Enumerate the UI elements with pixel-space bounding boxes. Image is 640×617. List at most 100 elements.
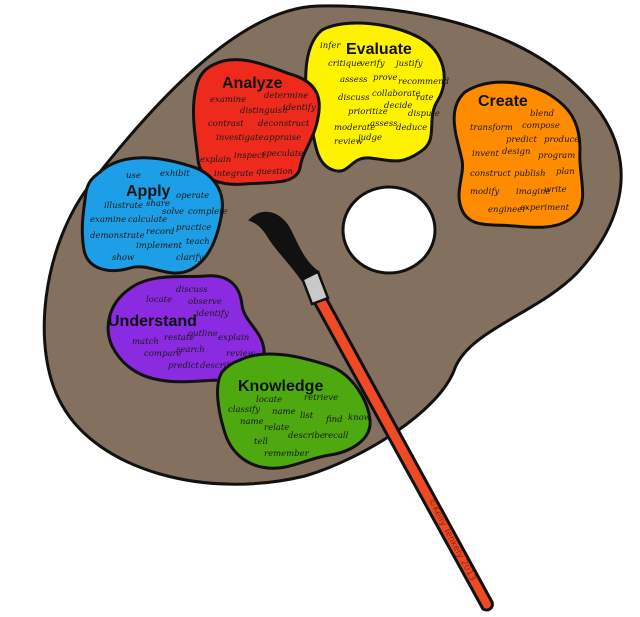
- understand-word: outline: [188, 329, 218, 339]
- create-word: plan: [556, 167, 575, 177]
- analyze-word: distinguish: [240, 106, 288, 116]
- understand-word: match: [132, 337, 159, 347]
- knowledge-word: remember: [264, 449, 310, 459]
- create-word: imagine: [516, 187, 551, 197]
- apply-word: calculate: [128, 215, 167, 225]
- knowledge-word: name: [272, 407, 296, 417]
- understand-word: compare: [144, 349, 182, 359]
- analyze-word: determine: [264, 91, 308, 101]
- understand-word: predict: [168, 361, 199, 371]
- thumb-hole: [341, 185, 437, 275]
- evaluate-word: assess: [340, 75, 368, 85]
- evaluate-word: prioritize: [348, 107, 388, 117]
- evaluate-word: recommend: [398, 77, 450, 87]
- analyze-word: identify: [283, 103, 316, 113]
- understand-word: locate: [146, 295, 172, 305]
- evaluate-word: review: [334, 137, 364, 147]
- apply-word: show: [112, 253, 135, 263]
- evaluate-word: infer: [320, 41, 341, 51]
- create-word: experiment: [520, 203, 570, 213]
- analyze-words: examine determine distinguish identify c…: [200, 91, 318, 179]
- analyze-word: speculate: [262, 149, 303, 159]
- create-word: program: [538, 151, 575, 161]
- apply-words: use exhibit illustrate share operate exa…: [90, 169, 230, 263]
- evaluate-word: assess: [370, 119, 398, 129]
- analyze-word: integrate: [214, 169, 254, 179]
- understand-word: review: [226, 349, 256, 359]
- understand-blob: Understand discuss locate observe identi…: [106, 274, 266, 384]
- evaluate-word: critique: [328, 59, 362, 69]
- analyze-word: contrast: [208, 119, 244, 129]
- analyze-word: inspect: [234, 151, 266, 161]
- understand-word: identify: [196, 309, 229, 319]
- analyze-word: explain: [200, 155, 231, 165]
- apply-word: complete: [188, 207, 228, 217]
- understand-word: describe: [200, 361, 237, 371]
- brush-bristles: [248, 211, 320, 282]
- knowledge-word: retrieve: [304, 393, 338, 403]
- apply-word: examine: [90, 215, 126, 225]
- create-word: publish: [514, 169, 546, 179]
- knowledge-word: find: [325, 415, 343, 425]
- analyze-word: deconstruct: [258, 119, 310, 129]
- brush-handle: [310, 294, 494, 612]
- create-word: engineer: [488, 205, 527, 215]
- apply-word: teach: [186, 237, 210, 247]
- apply-word: exhibit: [160, 169, 190, 179]
- evaluate-word: rate: [416, 93, 434, 103]
- apply-blob: Apply use exhibit illustrate share opera…: [80, 156, 230, 275]
- apply-word: operate: [176, 191, 209, 201]
- apply-word: clarify: [176, 253, 203, 263]
- evaluate-word: deduce: [396, 123, 427, 133]
- create-word: compose: [522, 121, 560, 131]
- create-word: blend: [530, 109, 555, 119]
- knowledge-word: classify: [228, 405, 260, 415]
- create-word: write: [544, 185, 567, 195]
- create-word: predict: [506, 135, 537, 145]
- apply-word: record: [146, 227, 175, 237]
- analyze-word: examine: [210, 95, 246, 105]
- knowledge-word: describe: [288, 431, 325, 441]
- apply-word: practice: [176, 223, 211, 233]
- understand-word: discuss: [176, 285, 208, 295]
- evaluate-title: Evaluate: [346, 41, 412, 58]
- evaluate-word: verify: [360, 59, 385, 69]
- evaluate-word: prove: [373, 73, 397, 83]
- create-word: design: [502, 147, 530, 157]
- evaluate-word: decide: [384, 101, 412, 111]
- knowledge-word: recall: [324, 431, 349, 441]
- knowledge-word: relate: [264, 423, 289, 433]
- analyze-word: appraise: [264, 133, 301, 143]
- apply-word: solve: [162, 207, 184, 217]
- knowledge-words: locate retrieve classify name list find …: [228, 393, 374, 459]
- analyze-blob: Analyze examine determine distinguish id…: [192, 58, 321, 186]
- credit-text: ©Kelly Tenkely 2013: [425, 497, 477, 583]
- create-word: produce: [544, 135, 579, 145]
- knowledge-word: locate: [256, 395, 282, 405]
- apply-title: Apply: [126, 183, 171, 200]
- apply-word: share: [146, 199, 170, 209]
- evaluate-word: moderate: [334, 123, 375, 133]
- evaluate-word: discuss: [338, 93, 370, 103]
- knowledge-word: list: [300, 411, 314, 421]
- analyze-word: investigate: [216, 133, 263, 143]
- apply-word: demonstrate: [90, 231, 144, 241]
- apply-word: implement: [136, 241, 183, 251]
- evaluate-words: infer critique verify justify assess pro…: [320, 41, 452, 147]
- knowledge-word: name: [240, 417, 264, 427]
- evaluate-word: judge: [356, 133, 382, 143]
- knowledge-word: know: [348, 413, 372, 423]
- create-word: invent: [472, 149, 499, 159]
- evaluate-word: justify: [394, 59, 423, 69]
- evaluate-blob: Evaluate infer critique verify justify a…: [304, 21, 452, 173]
- understand-words: discuss locate observe identify outline …: [132, 285, 258, 371]
- create-word: transform: [470, 123, 513, 133]
- create-blob: Create blend transform compose predict p…: [452, 80, 585, 229]
- create-title: Create: [478, 93, 528, 110]
- create-word: modify: [470, 187, 499, 197]
- understand-title: Understand: [108, 313, 197, 330]
- apply-word: use: [126, 171, 141, 181]
- create-word: construct: [470, 169, 511, 179]
- analyze-title: Analyze: [222, 75, 283, 92]
